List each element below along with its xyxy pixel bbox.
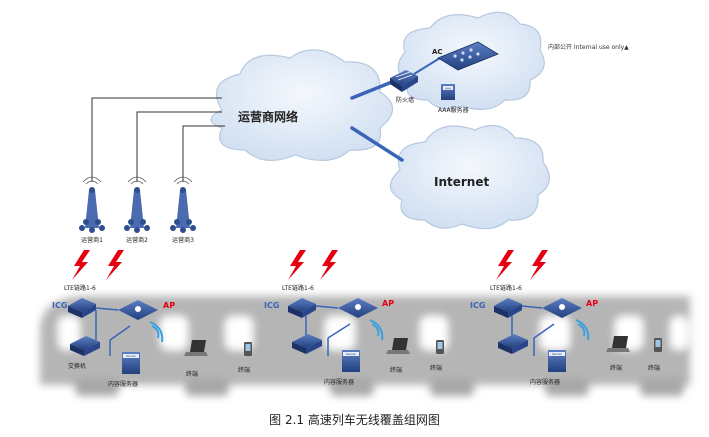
wifi-signal-icon	[369, 319, 384, 341]
ap-device-icon	[542, 298, 582, 318]
aaa-server-icon: AAA	[441, 84, 455, 100]
icg-label: ICG	[264, 301, 279, 310]
switch-icon	[292, 334, 322, 354]
aaa-label: AAA服务器	[438, 106, 469, 114]
ap-label: AP	[586, 299, 598, 308]
phone-icon	[654, 338, 662, 352]
firewall-icon	[390, 70, 418, 92]
ac-label: AC	[432, 48, 443, 56]
terminal-label-1: 终端	[390, 366, 402, 374]
wifi-signal-icon	[575, 319, 590, 341]
car-2: LTE链路1-6 ICG AP Server	[264, 250, 444, 386]
base-station-2-label: 运营商2	[126, 236, 148, 244]
car-1: LTE链路1-6 ICG AP 交换机	[52, 250, 252, 388]
operator-network-label: 运营商网络	[238, 109, 298, 124]
terminal-label-1: 终端	[186, 370, 198, 378]
switch-icon	[70, 336, 100, 356]
terminal-label-2: 终端	[430, 364, 442, 372]
switch-icon	[498, 334, 528, 354]
base-station-3-label: 运营商3	[172, 236, 194, 244]
content-server-label: 内容服务器	[108, 380, 138, 388]
base-station-3-icon	[170, 176, 196, 233]
cloud-links	[350, 80, 404, 162]
terminal-label-2: 终端	[238, 366, 250, 374]
ap-device-icon	[118, 300, 158, 320]
icg-label: ICG	[52, 301, 67, 310]
content-server-icon	[122, 352, 140, 374]
base-station-2-icon	[124, 176, 150, 233]
watermark-text: 内部公开 Internal use only▲	[548, 44, 629, 51]
lightning-icon	[496, 250, 548, 280]
cloud-operator-network	[210, 49, 394, 161]
firewall-label: 防火墙	[396, 96, 414, 104]
content-server-label: 内容服务器	[324, 378, 354, 386]
lte-link-label: LTE链路1-6	[282, 284, 314, 292]
icg-device-icon	[288, 298, 316, 318]
base-station-1-label: 运营商1	[81, 236, 103, 244]
content-server-icon	[548, 350, 566, 372]
ap-label: AP	[382, 299, 394, 308]
lte-link-label: LTE链路1-6	[490, 284, 522, 292]
car-3: LTE链路1-6 ICG AP Server	[470, 250, 662, 386]
ap-label: AP	[163, 301, 175, 310]
server-box-text: Server	[346, 352, 357, 356]
lightning-icon	[72, 250, 124, 280]
uplink-lines	[91, 97, 225, 182]
train-shape	[40, 296, 690, 396]
internet-label: Internet	[434, 175, 489, 189]
icg-label: ICG	[470, 301, 485, 310]
icg-device-icon	[68, 298, 96, 318]
wifi-signal-icon	[149, 321, 164, 343]
terminal-label-1: 终端	[610, 364, 622, 372]
switch-label: 交换机	[68, 362, 86, 370]
phone-icon	[244, 342, 252, 356]
aaa-box-text: AAA	[445, 87, 452, 91]
server-box-text: Server	[552, 352, 563, 356]
figure-caption: 图 2.1 高速列车无线覆盖组网图	[269, 413, 440, 427]
terminal-label-2: 终端	[648, 364, 660, 372]
lightning-icon	[288, 250, 338, 280]
phone-icon	[436, 340, 444, 354]
ac-device-icon	[437, 41, 499, 71]
laptop-icon	[606, 336, 630, 352]
cloud-internet	[389, 124, 550, 230]
server-box-text: Server	[126, 354, 137, 358]
content-server-icon	[342, 350, 360, 372]
laptop-icon	[386, 338, 410, 354]
icg-device-icon	[494, 298, 522, 318]
ap-device-icon	[338, 298, 378, 318]
base-station-1-icon	[79, 176, 105, 233]
lte-link-label: LTE链路1-6	[64, 284, 96, 292]
laptop-icon	[184, 340, 208, 356]
content-server-label: 内容服务器	[530, 378, 560, 386]
